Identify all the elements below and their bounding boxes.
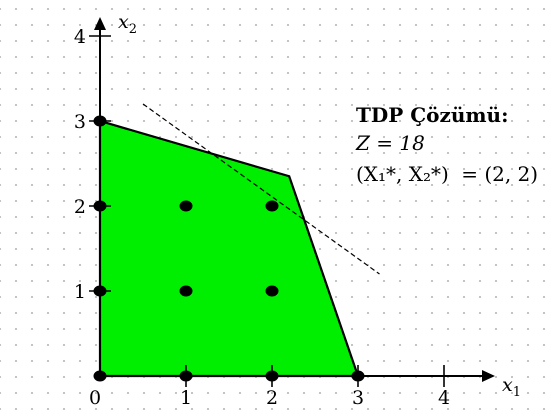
annotation-solution: (X₁*, X₂*) = (2, 2) [356,162,538,186]
integer-point [351,370,365,382]
y-tick-label: 2 [74,196,86,218]
x-tick-label: 0 [89,387,101,409]
y-axis-label: x2 [118,11,137,37]
annotation-title: TDP Çözümü: [356,103,508,127]
integer-point [93,285,107,297]
y-tick-label: 1 [74,281,86,303]
x-axis-arrowhead [482,370,495,382]
integer-point [179,285,193,297]
annotation-objective: Z = 18 [355,131,425,155]
x-tick-label: 1 [180,387,192,409]
integer-point [179,370,193,382]
solution-annotation: TDP Çözümü: Z = 18 (X₁*, X₂*) = (2, 2) [355,103,538,186]
ticks-layer: 0 1 2 3 4 1 2 3 4 [74,26,450,409]
integer-point [93,115,107,127]
integer-point [93,200,107,212]
x-tick-label: 2 [266,387,278,409]
y-tick-label: 3 [74,111,86,133]
integer-point [265,200,279,212]
integer-point [265,285,279,297]
integer-point [265,370,279,382]
x-tick-label: 4 [438,387,450,409]
objective-line-layer [142,103,380,275]
integer-points-layer [93,115,365,382]
annotation-solution-variable: (X₁*, X₂*) [356,162,449,186]
x-axis-label: x1 [502,374,521,400]
objective-function-line [142,103,380,275]
y-axis-arrowhead [94,17,106,30]
integer-point [179,200,193,212]
x-tick-label: 3 [352,387,364,409]
integer-point [93,370,107,382]
annotation-solution-value: = (2, 2) [461,162,538,186]
y-tick-label: 4 [74,26,86,48]
